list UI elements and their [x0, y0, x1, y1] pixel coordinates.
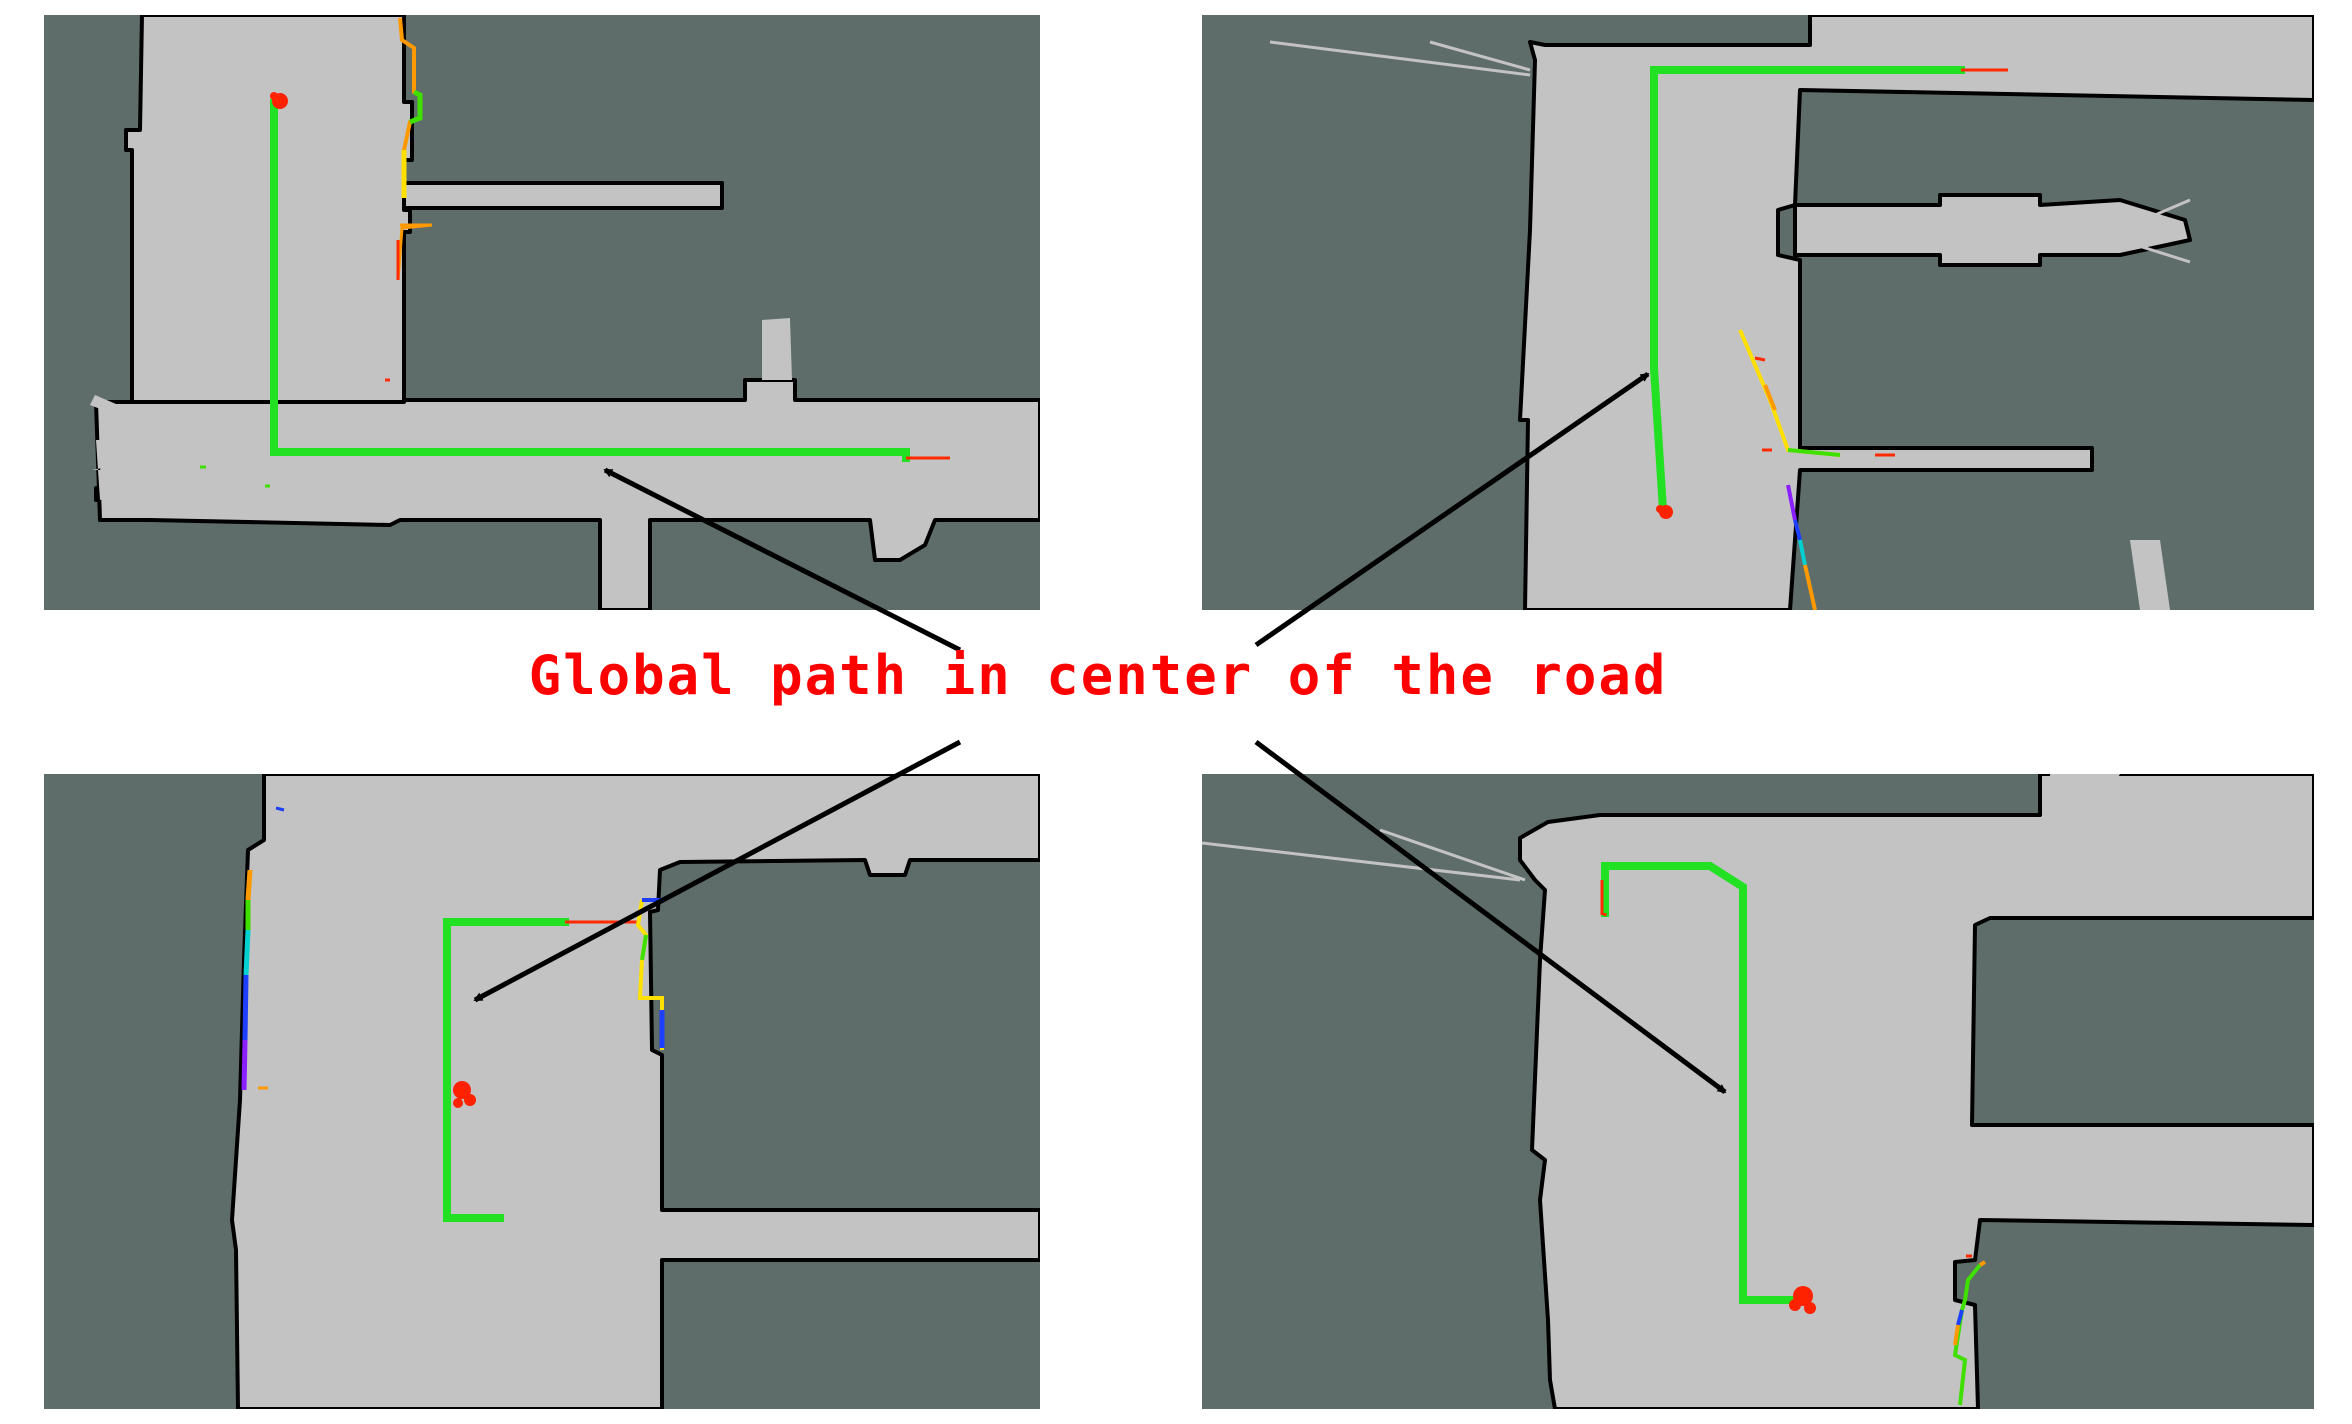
- robot-marker: [1656, 505, 1673, 519]
- local-obstacle-cloud: [200, 17, 433, 488]
- map-panel-bottom-left: [44, 774, 1040, 1409]
- arrow-bottom-right: [1254, 739, 1727, 1095]
- local-obstacle-cloud: [1738, 329, 1895, 610]
- global-path: [443, 918, 569, 1222]
- robot-marker: [270, 92, 288, 109]
- map-panel-top-left: [44, 15, 1040, 610]
- free-side-branch: [1793, 193, 2192, 267]
- free-side-branch: [402, 181, 724, 210]
- arrow-top-right: [1254, 371, 1650, 648]
- robot-marker: [1789, 1286, 1816, 1314]
- local-obstacle-cloud: [1952, 1254, 1987, 1406]
- annotation-arrows: [473, 371, 1727, 1095]
- global-path: [1601, 862, 1804, 1304]
- free-corridor-vertical: [1518, 15, 2314, 610]
- arrow-bottom-left: [473, 739, 962, 1003]
- free-corridor-horizontal: [94, 378, 1040, 610]
- map-panel-top-right: [1202, 15, 2314, 610]
- free-corridor-vertical: [230, 774, 1040, 1409]
- free-corridor-vertical: [1518, 774, 2314, 1409]
- global-path: [1650, 66, 1965, 515]
- local-obstacle-cloud: [241, 806, 665, 1091]
- free-notch: [762, 318, 792, 380]
- global-path: [270, 99, 910, 462]
- laser-rays: [1202, 774, 2120, 882]
- map-panel-bottom-right: [1202, 774, 2314, 1409]
- annotation-caption: Global path in center of the road: [528, 644, 1668, 707]
- robot-marker: [453, 1081, 476, 1108]
- laser-spikes: [90, 395, 200, 500]
- laser-rays: [1269, 40, 2191, 610]
- free-corridor-vertical: [94, 15, 1040, 522]
- arrow-top-left: [603, 467, 962, 653]
